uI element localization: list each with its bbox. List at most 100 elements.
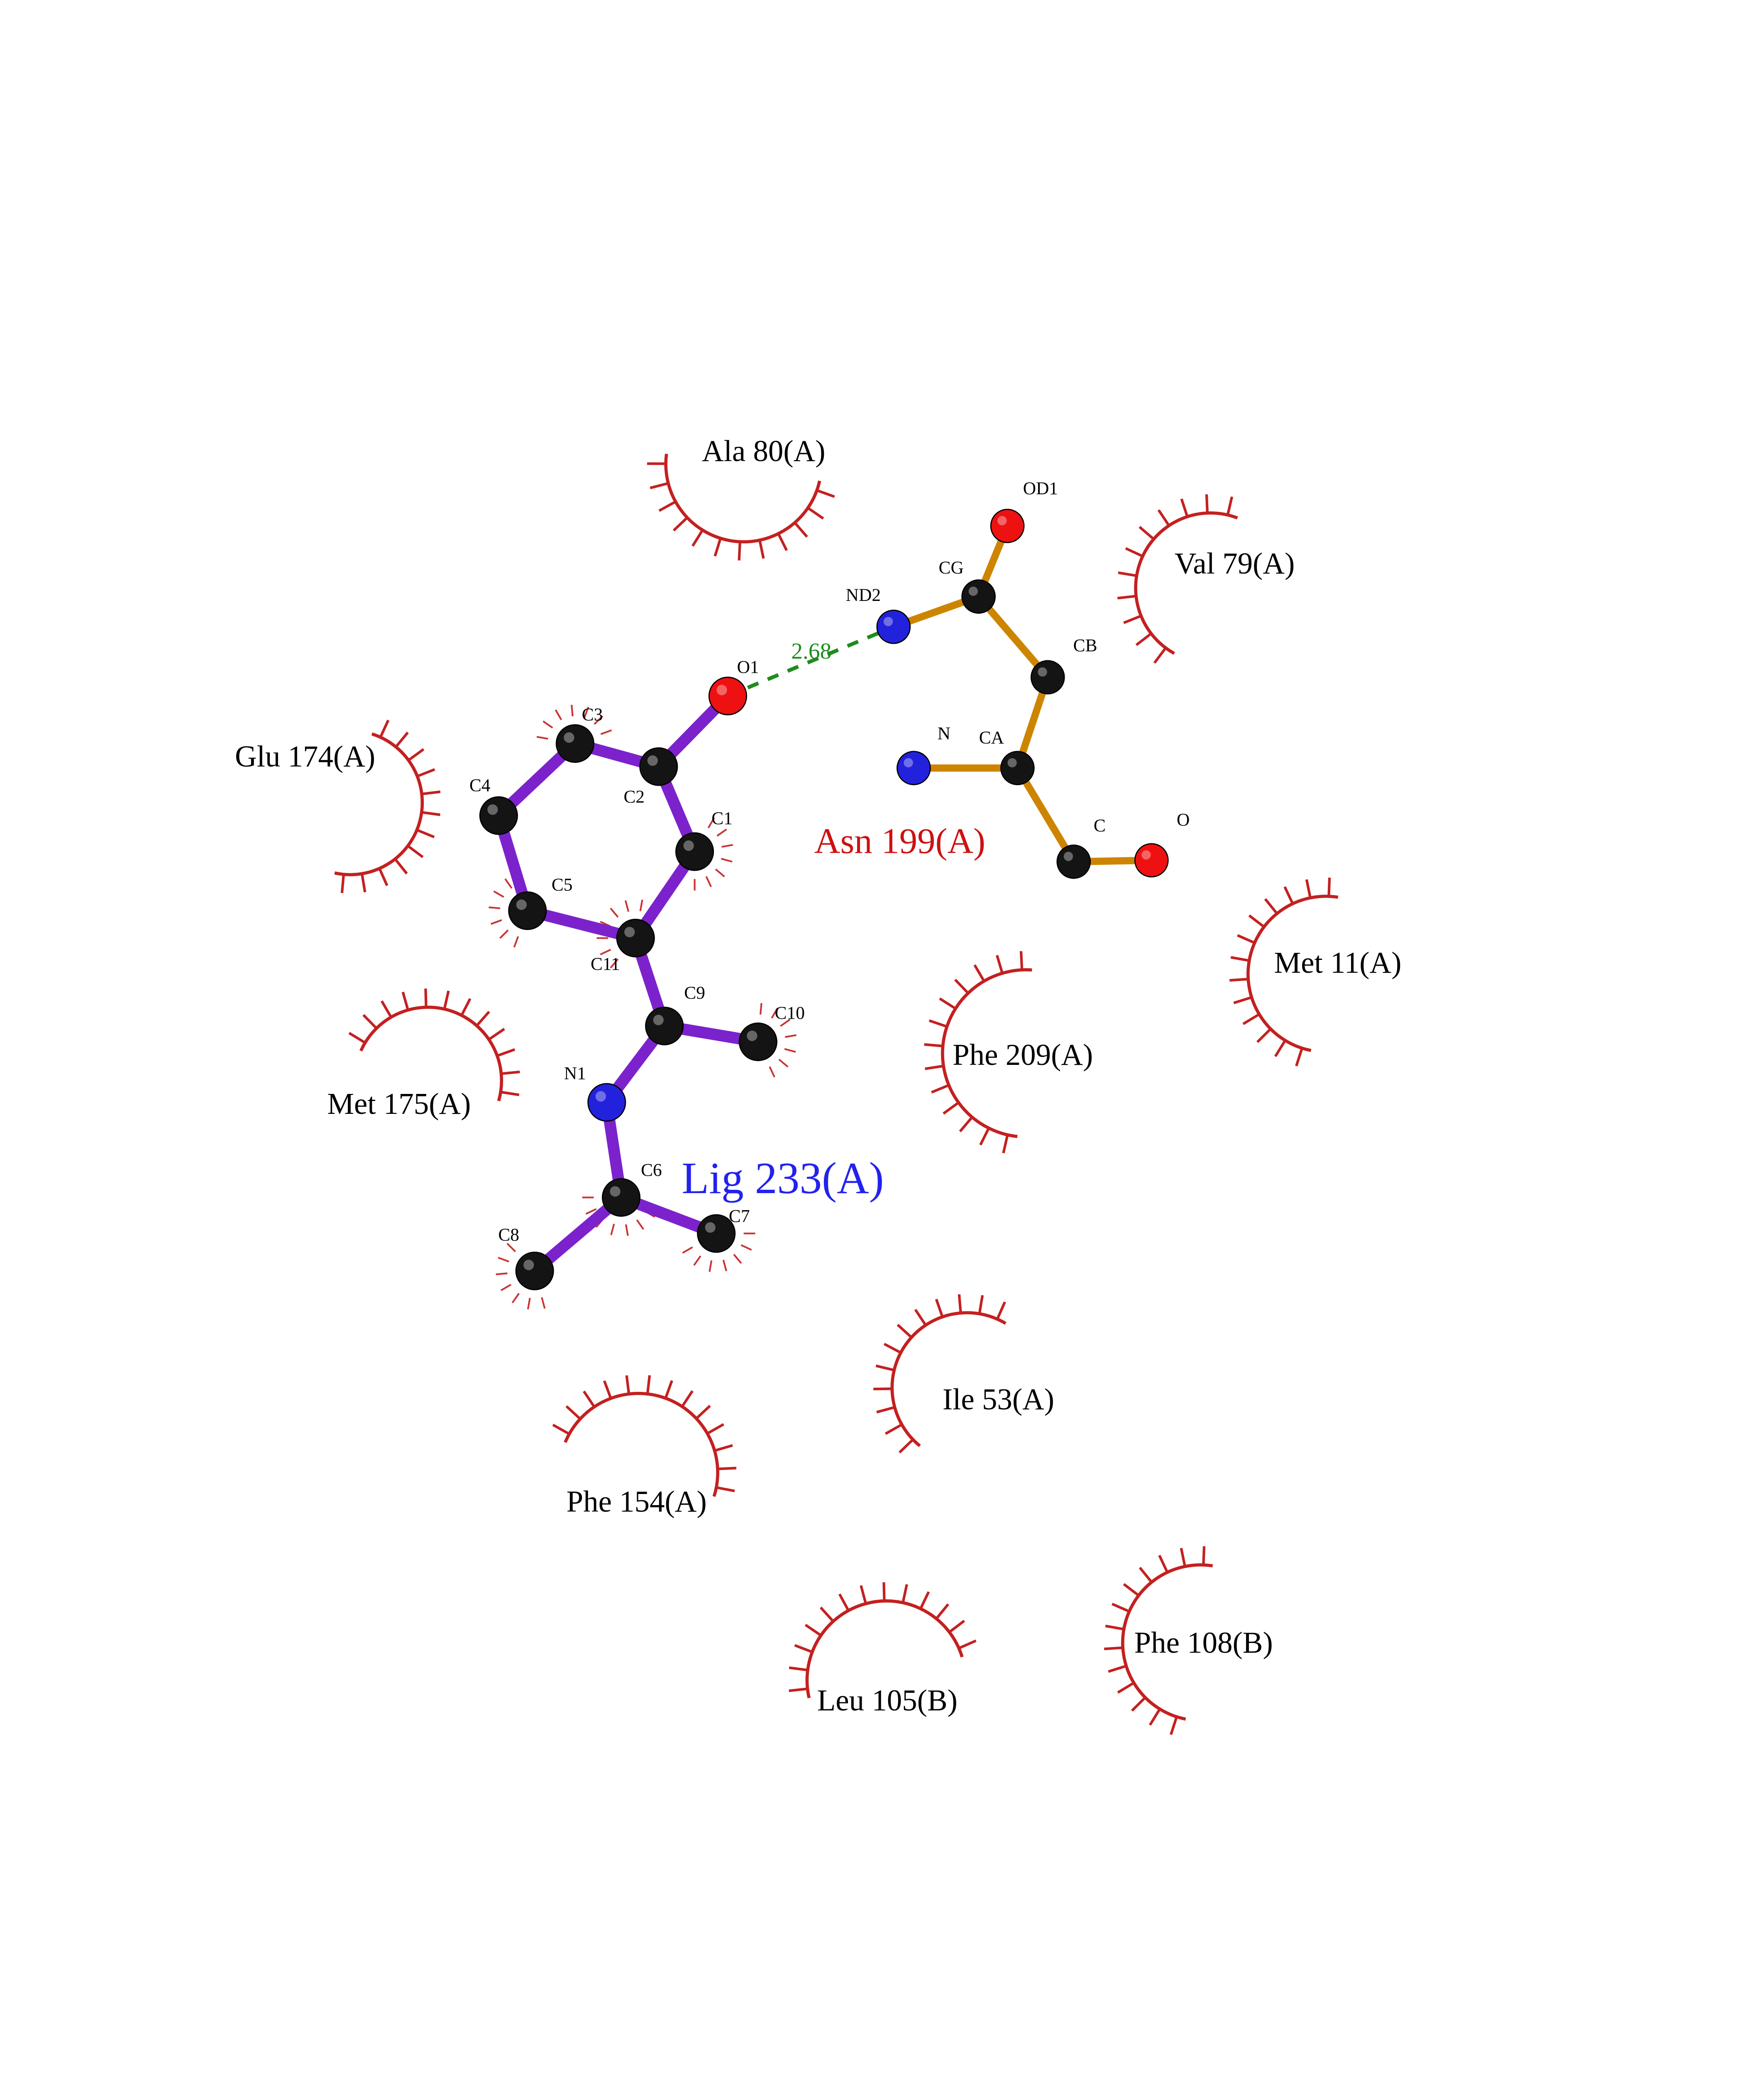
contact-tick: [565, 1405, 581, 1420]
atom-label-o: O: [1177, 810, 1190, 830]
contact-tick: [884, 1423, 903, 1435]
atom-spoke: [705, 876, 712, 887]
atom-c7: [697, 1214, 736, 1253]
contact-tick: [394, 858, 408, 875]
atom-spoke: [682, 1246, 693, 1254]
contact-tick: [928, 1019, 948, 1028]
contact-tick: [1256, 1028, 1272, 1043]
contact-tick: [1264, 898, 1278, 915]
atom-spokes-c10: [760, 1003, 797, 1078]
contact-tick: [362, 1014, 378, 1030]
contact-tick: [1202, 1546, 1206, 1565]
atom-ca: [1000, 751, 1035, 786]
atom-spoke: [511, 1293, 520, 1304]
contact-tick: [1229, 978, 1248, 982]
contact-tick: [794, 522, 808, 538]
contact-tick: [978, 1295, 984, 1314]
contact-tick: [794, 1644, 813, 1653]
atom-spoke: [721, 858, 733, 863]
atom-label-c10: C10: [775, 1003, 805, 1023]
atom-spoke: [610, 958, 619, 969]
contact-tick: [443, 990, 450, 1010]
atom-highlight: [523, 1260, 534, 1270]
contact-arc: [359, 1006, 503, 1102]
contact-tick: [681, 1390, 694, 1408]
atom-label-c3: C3: [582, 705, 603, 725]
contact-tick: [935, 1299, 944, 1318]
contact-tick: [706, 1423, 725, 1435]
atom-spokes-c8: [496, 1243, 546, 1310]
atom-spoke: [760, 1003, 762, 1015]
contact-label-glu-174-a: Glu 174(A): [235, 740, 375, 773]
atom-spoke: [733, 1254, 742, 1264]
contact-tick: [954, 979, 969, 994]
contact-tick: [476, 1011, 490, 1027]
contact-tick: [1180, 1548, 1186, 1567]
contact-tick: [646, 1375, 651, 1394]
contact-tick: [1153, 647, 1167, 664]
atom-spoke: [489, 906, 501, 909]
contact-tick: [1230, 956, 1250, 962]
contact-tick: [738, 542, 741, 561]
contact-tick: [819, 1606, 834, 1622]
contact-tick: [979, 1127, 990, 1146]
contact-tick: [421, 811, 440, 816]
contact-label-ile-53-a: Ile 53(A): [943, 1382, 1054, 1416]
atom-label-c1: C1: [711, 808, 733, 828]
atom-label-c4: C4: [469, 775, 491, 795]
atom-highlight: [705, 1222, 716, 1233]
atom-spoke: [600, 729, 612, 735]
contact-tick: [340, 874, 345, 893]
bond-ca-c: [1014, 764, 1077, 866]
contact-tick: [603, 1380, 612, 1399]
atom-n1: [587, 1083, 626, 1122]
contact-tick: [860, 1585, 867, 1604]
contact-tick: [1123, 615, 1142, 624]
contact-tick: [1139, 1567, 1153, 1583]
atom-spoke: [778, 1059, 789, 1068]
contact-tick: [664, 1380, 673, 1399]
contact-tick: [360, 873, 366, 893]
contact-tick: [717, 1467, 737, 1470]
contact-tick: [672, 516, 688, 532]
contact-phe-154-a: Phe 154(A): [552, 1375, 737, 1518]
atom-spoke: [639, 899, 643, 911]
residue-bonds: [890, 522, 1155, 866]
atom-spokes-c3: [536, 705, 612, 740]
atom-spoke: [709, 1260, 713, 1272]
contact-tick: [1135, 632, 1152, 646]
atom-c1: [675, 832, 714, 871]
contact-tick: [931, 1084, 950, 1094]
contact-tick: [1274, 1040, 1287, 1057]
atom-highlight: [716, 684, 727, 696]
contact-tick: [1118, 571, 1137, 577]
contact-tick: [1157, 509, 1170, 527]
contact-tick: [424, 988, 428, 1008]
atom-spoke: [541, 1297, 546, 1309]
atom-spoke: [584, 706, 589, 718]
contact-tick: [1104, 1646, 1123, 1650]
contact-tick: [838, 1593, 850, 1611]
atom-highlight: [610, 1186, 621, 1197]
contact-val-79-a: Val 79(A): [1117, 494, 1295, 664]
atom-highlight: [1063, 852, 1073, 861]
contact-tick: [691, 529, 704, 547]
atom-c11: [616, 918, 655, 957]
atom-label-c8: C8: [498, 1225, 519, 1245]
atom-label-n1: N1: [564, 1064, 586, 1084]
contact-tick: [1233, 996, 1252, 1004]
contact-tick: [958, 1294, 962, 1313]
atom-spoke: [784, 1034, 797, 1038]
contact-tick: [777, 533, 788, 551]
atom-spoke: [499, 929, 509, 939]
contact-tick: [919, 1591, 930, 1609]
contact-tick: [1019, 951, 1024, 970]
atom-spoke: [555, 709, 562, 720]
contact-tick: [789, 1666, 808, 1672]
contact-tick: [958, 1639, 977, 1650]
hbond-line: [727, 625, 894, 698]
contact-label-phe-108-b: Phe 108(B): [1134, 1626, 1273, 1660]
atom-spoke: [784, 1048, 796, 1053]
atom-label-nd2: ND2: [846, 585, 881, 605]
contact-label-phe-154-a: Phe 154(A): [567, 1484, 707, 1518]
